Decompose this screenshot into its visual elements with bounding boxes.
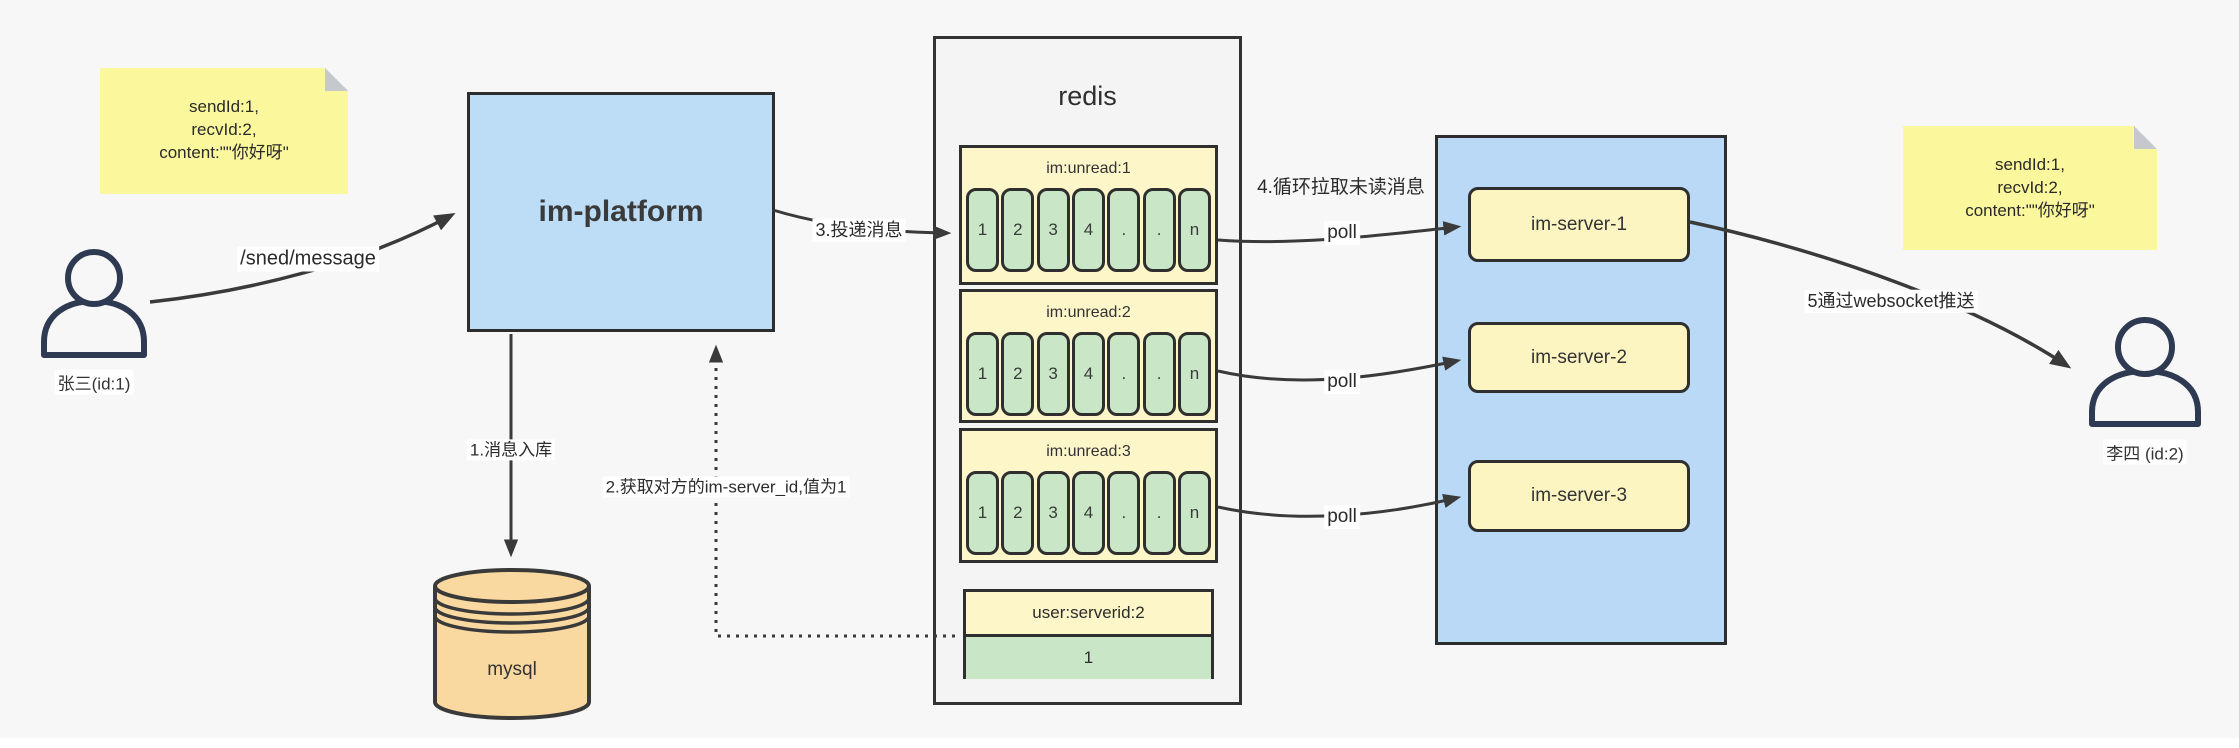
- note-line: content:""你好呀": [159, 143, 289, 162]
- im-server-1-node: im-server-1: [1468, 187, 1690, 262]
- mysql-label: mysql: [487, 659, 537, 680]
- sticky-note-receiver: sendId:1, recvId:2, content:""你好呀": [1903, 126, 2157, 250]
- edge-label-send-message: /sned/message: [237, 246, 379, 272]
- queue-cell: .: [1107, 471, 1141, 555]
- queue-header: im:unread:1: [1046, 160, 1131, 177]
- queue-cell: 4: [1071, 332, 1105, 416]
- note-line: sendId:1,: [1995, 155, 2065, 174]
- queue-cell: .: [1142, 332, 1176, 416]
- queue-cell: 1: [966, 188, 999, 272]
- queue-cells: 1 2 3 4 . . n: [966, 471, 1211, 555]
- note-line: sendId:1,: [189, 97, 259, 116]
- queue-cells: 1 2 3 4 . . n: [966, 332, 1211, 416]
- note-line: recvId:2,: [191, 120, 257, 139]
- queue-cell: 3: [1036, 471, 1070, 555]
- im-server-group: im-server-1 im-server-2 im-server-3: [1435, 135, 1727, 645]
- note-text: sendId:1, recvId:2, content:""你好呀": [1903, 153, 2157, 222]
- queue-cell: 2: [1001, 188, 1035, 272]
- queue-cell: n: [1177, 471, 1211, 555]
- queue-cell: 3: [1036, 188, 1070, 272]
- queue-cell: .: [1107, 332, 1141, 416]
- redis-container: redis im:unread:1 1 2 3 4 . . n im:unrea…: [933, 36, 1242, 705]
- queue-header: im:unread:3: [1046, 443, 1131, 460]
- queue-cell: 2: [1001, 332, 1035, 416]
- queue-cell: 2: [1001, 471, 1035, 555]
- note-text: sendId:1, recvId:2, content:""你好呀": [100, 95, 348, 164]
- queue-cell: 1: [966, 471, 999, 555]
- mysql-database-icon: mysql: [433, 568, 593, 720]
- queue-cell: 1: [966, 332, 999, 416]
- person-receiver-label: 李四 (id:2): [2103, 439, 2187, 465]
- edge-label-websocket-push: 5通过websocket推送: [1804, 289, 1978, 313]
- edge-label-store-message: 1.消息入库: [466, 439, 556, 461]
- user-serverid-header: user:serverid:2: [966, 592, 1211, 637]
- queue-cell: n: [1177, 188, 1211, 272]
- queue-cell: 3: [1036, 332, 1070, 416]
- person-receiver-icon: [2086, 312, 2206, 430]
- queue-cell: .: [1142, 471, 1176, 555]
- note-line: recvId:2,: [1997, 178, 2063, 197]
- edge-label-poll-2: poll: [1324, 370, 1360, 394]
- edge-label-get-serverid: 2.获取对方的im-server_id,值为1: [602, 476, 850, 498]
- queue-header: im:unread:2: [1046, 304, 1131, 321]
- edge-label-deliver: 3.投递消息: [812, 218, 906, 242]
- sticky-note-sender: sendId:1, recvId:2, content:""你好呀": [100, 68, 348, 194]
- person-sender-label: 张三(id:1): [54, 369, 134, 395]
- queue-cell: 4: [1071, 471, 1105, 555]
- queue-im-unread-1: im:unread:1 1 2 3 4 . . n: [959, 145, 1218, 285]
- queue-im-unread-2: im:unread:2 1 2 3 4 . . n: [959, 289, 1218, 423]
- im-platform-label: im-platform: [538, 195, 704, 228]
- edge-label-poll-3: poll: [1324, 505, 1360, 529]
- queue-cell: .: [1142, 188, 1176, 272]
- redis-title: redis: [1058, 81, 1117, 111]
- queue-cell: n: [1177, 332, 1211, 416]
- note-fold-corner: [325, 68, 348, 91]
- user-serverid-value: 1: [966, 637, 1211, 679]
- queue-im-unread-3: im:unread:3 1 2 3 4 . . n: [959, 428, 1218, 563]
- queue-cells: 1 2 3 4 . . n: [966, 188, 1211, 272]
- note-fold-corner: [2134, 126, 2157, 149]
- im-server-2-node: im-server-2: [1468, 322, 1690, 393]
- edge-label-poll-1: poll: [1324, 221, 1360, 245]
- queue-cell: 4: [1071, 188, 1105, 272]
- queue-cell: .: [1107, 188, 1141, 272]
- edge-label-poll-loop: 4.循环拉取未读消息: [1257, 177, 1425, 198]
- canvas-bottom-strip: [0, 738, 2239, 748]
- user-serverid-box: user:serverid:2 1: [963, 589, 1214, 679]
- im-platform-node: im-platform: [467, 92, 775, 332]
- note-line: content:""你好呀": [1965, 201, 2095, 220]
- person-sender-icon: [36, 246, 156, 361]
- im-server-3-node: im-server-3: [1468, 460, 1690, 532]
